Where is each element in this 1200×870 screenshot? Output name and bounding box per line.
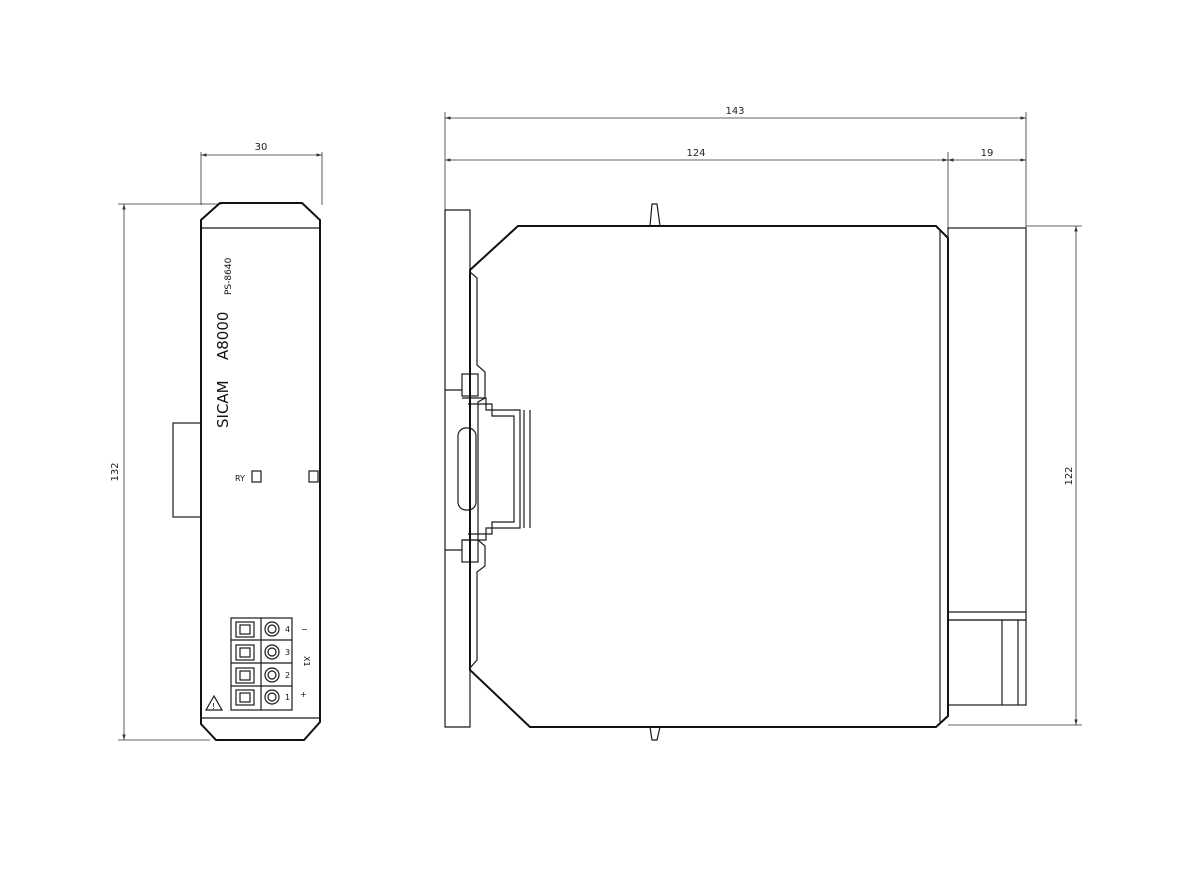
bottom-clip <box>649 726 661 741</box>
front-width-label: 30 <box>255 142 268 153</box>
din-clip <box>172 422 202 518</box>
front-height-label: 132 <box>110 462 121 481</box>
terminal-label: X1 <box>302 656 311 667</box>
part-number-label: PS-8640 <box>224 257 234 295</box>
din-rail-clamp <box>457 373 531 563</box>
brand-label: SICAM <box>214 380 232 428</box>
front-body-outline <box>200 202 321 741</box>
front-width-dimension: 30 <box>200 142 323 205</box>
mounting-plate <box>444 209 486 728</box>
side-view: 143 124 19 122 <box>444 106 1082 741</box>
pin-number-3: 3 <box>285 648 290 657</box>
total-width-label: 143 <box>725 106 744 117</box>
total-width-dimension: 143 <box>444 106 1027 228</box>
side-height-dimension: 122 <box>948 225 1082 726</box>
polarity-minus: − <box>301 625 308 634</box>
top-clip <box>649 203 661 227</box>
terminal-block <box>230 617 293 711</box>
polarity-plus: + <box>300 690 307 699</box>
warning-icon: ! <box>204 694 224 711</box>
led-label: RY <box>235 474 245 483</box>
model-label: A8000 <box>214 312 232 360</box>
front-height-dimension: 132 <box>110 203 222 741</box>
led-indicator <box>251 470 262 483</box>
side-indicator <box>308 470 319 483</box>
connector-width-label: 19 <box>981 148 994 159</box>
pin-number-1: 1 <box>285 693 290 702</box>
side-height-label: 122 <box>1064 466 1075 485</box>
side-connector <box>947 227 1027 706</box>
side-body-outline <box>469 225 949 728</box>
connector-width-dimension: 19 <box>948 148 1026 162</box>
svg-text:!: ! <box>212 702 215 711</box>
body-width-dimension: 124 <box>445 148 949 228</box>
front-view: 30 132 SICAM A8000 PS-8640 RY <box>110 142 323 741</box>
pin-number-4: 4 <box>285 625 290 634</box>
body-width-label: 124 <box>686 148 705 159</box>
pin-number-2: 2 <box>285 671 290 680</box>
